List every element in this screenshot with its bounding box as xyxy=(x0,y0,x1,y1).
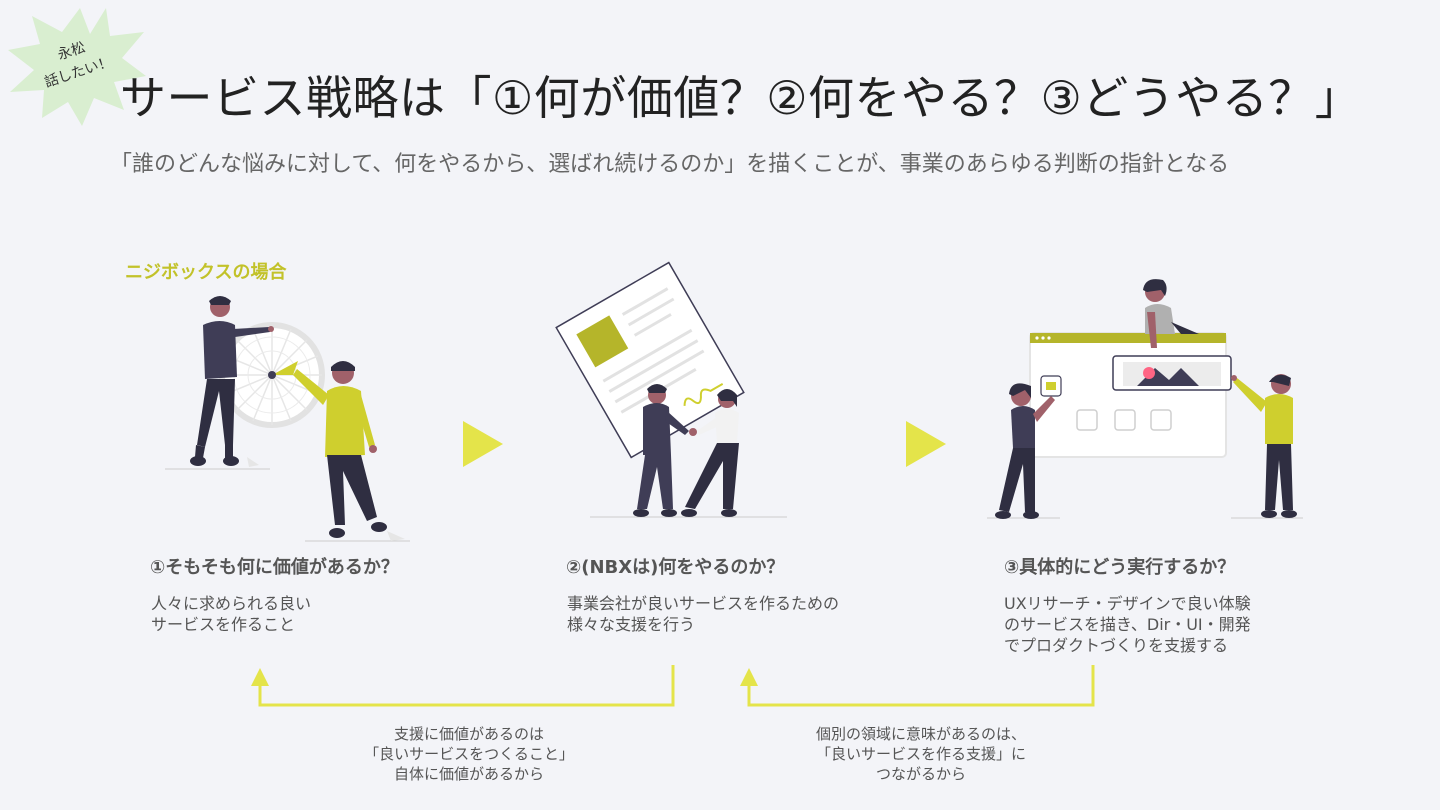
step-2-text: 事業会社が良いサービスを作るための 様々な支援を行う xyxy=(567,594,840,634)
note-2: 個別の領域に意味があるのは、 「良いサービスを作る支援」に つながるから xyxy=(815,725,1026,783)
page-subtitle: 「誰のどんな悩みに対して、何をやるから、選ばれ続けるのか」を描くことが、事業のあ… xyxy=(110,152,1230,177)
step-1-text: 人々に求められる良い サービスを作ること xyxy=(151,594,312,634)
page-title: サービス戦略は「①何が価値？②何をやる？③どうやる？」 xyxy=(120,71,1362,125)
feedback-arrowhead-2 xyxy=(740,668,758,686)
feedback-arrow-1 xyxy=(258,665,675,707)
note-1: 支援に価値があるのは 「良いサービスをつくること」 自体に価値があるから xyxy=(364,725,574,783)
step-arrow-2 xyxy=(906,421,946,467)
badge-burst-shape xyxy=(8,8,146,126)
value-wheel-illustration xyxy=(165,296,410,542)
feedback-arrowhead-1 xyxy=(251,668,269,686)
step-3-heading: ③具体的にどう実行するか？ xyxy=(1004,557,1236,578)
step-1-heading: ①そもそも何に価値があるか？ xyxy=(150,557,399,578)
step-3-text: UXリサーチ・デザインで良い体験 のサービスを描き、Dir・UI・開発 でプロダ… xyxy=(1004,594,1251,655)
case-label: ニジボックスの場合 xyxy=(125,262,287,283)
ui-design-team-illustration xyxy=(987,279,1303,519)
step-2-heading: ②(NBXは)何をやるのか？ xyxy=(566,557,785,578)
step-arrow-1 xyxy=(463,421,503,467)
contract-handshake-illustration xyxy=(555,261,787,518)
feedback-arrow-2 xyxy=(747,665,1095,707)
